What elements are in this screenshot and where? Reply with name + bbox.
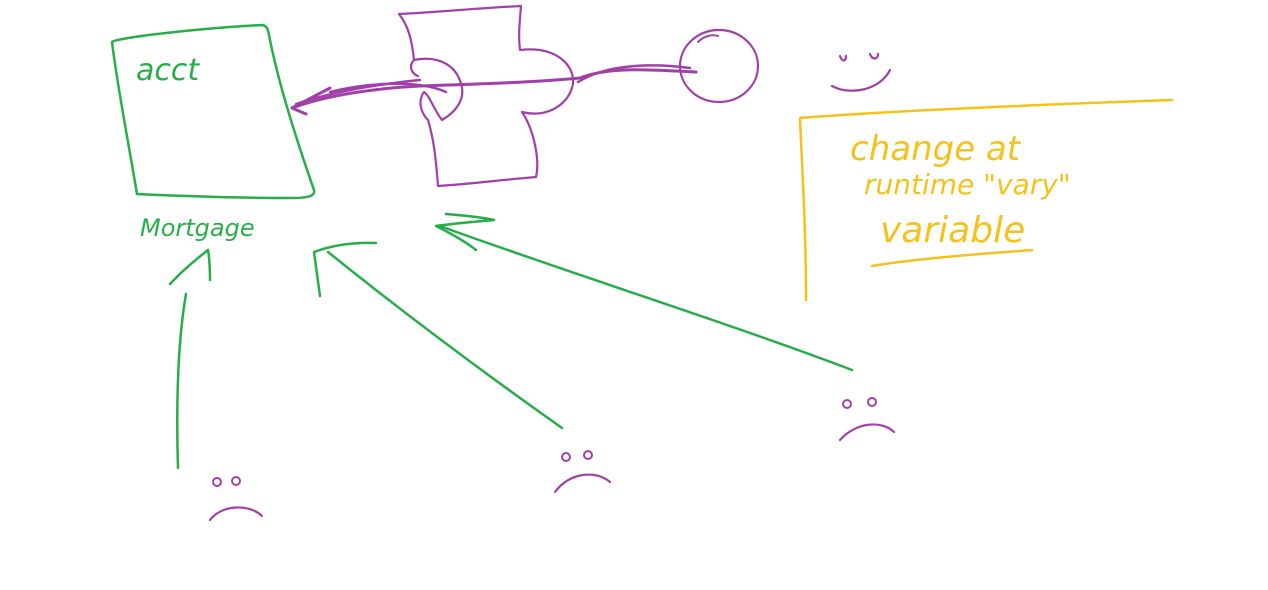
arrow-middle [312, 241, 564, 430]
sad-face-icon-right [838, 397, 896, 442]
happy-face-icon [830, 52, 892, 92]
sad-face-icon-middle [553, 450, 612, 494]
connector-arrow [290, 64, 698, 116]
puzzle-piece-icon [397, 4, 575, 188]
arrow-right [434, 212, 854, 372]
note-line-3: variable [880, 210, 1025, 251]
circle-shape [678, 28, 760, 104]
runtime-note: change at runtime "vary" variable [798, 98, 1174, 302]
arrow-left [168, 248, 212, 470]
box-label: acct [136, 53, 200, 88]
note-line-1: change at [850, 129, 1022, 169]
note-line-2: runtime "vary" [864, 168, 1071, 201]
box-caption: Mortgage [140, 214, 255, 242]
sad-face-icon-left [208, 476, 264, 522]
account-box: acct Mortgage [110, 23, 316, 242]
